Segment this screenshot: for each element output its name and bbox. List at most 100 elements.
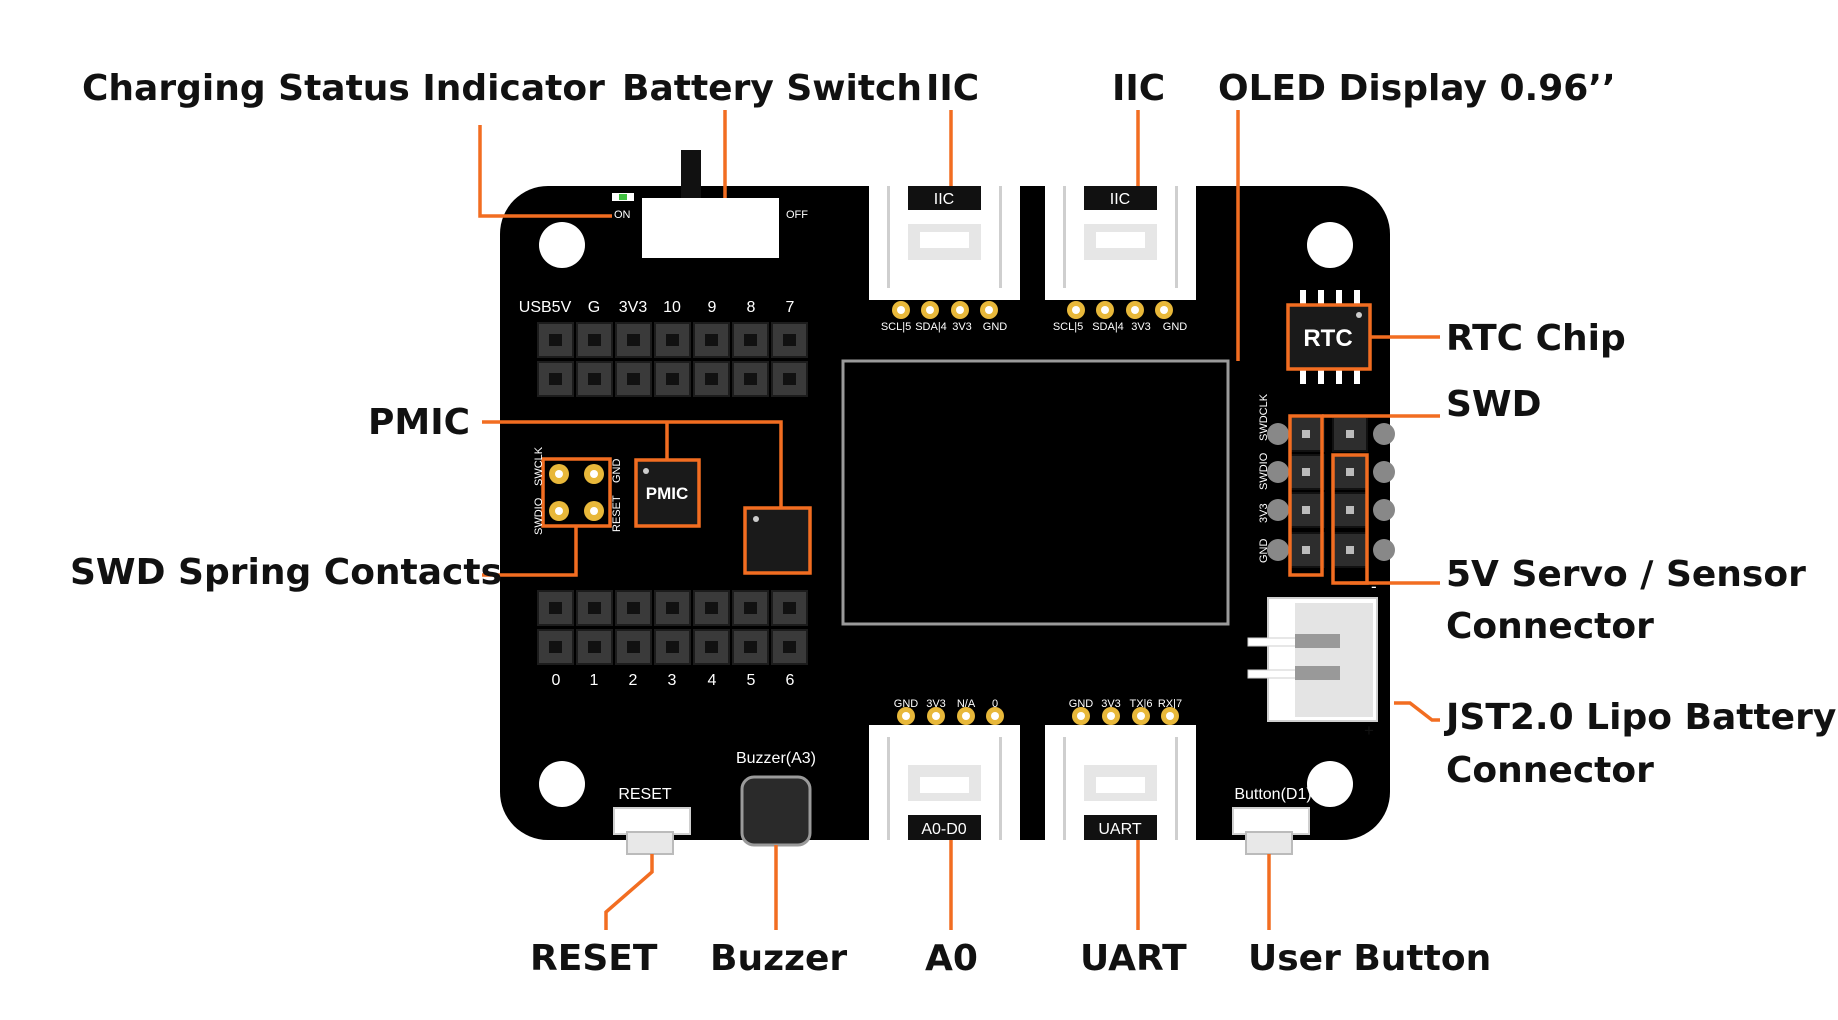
jst-body: [1295, 603, 1373, 717]
header-hole: [783, 373, 796, 385]
gold-pad-hole: [956, 306, 964, 314]
header-pin: [1302, 468, 1310, 476]
servo-pin-label: GND: [1395, 539, 1407, 564]
gold-pad-hole: [1137, 712, 1145, 720]
swd-highlight: [1288, 414, 1324, 577]
connector-tab: [908, 815, 981, 840]
header-cell: [576, 322, 613, 358]
connector-tab: [1084, 815, 1157, 840]
leader-charging: [478, 125, 612, 218]
header-pin: [1346, 468, 1354, 476]
gold-pad-hole: [1077, 712, 1085, 720]
swd-header-left-labels: SWDCLK SWDIO 3V3 GND: [1258, 393, 1270, 563]
header-hole: [549, 641, 562, 653]
header-hole: [744, 602, 757, 614]
connector-latch: [920, 232, 969, 248]
buzzer: [740, 775, 812, 847]
header-hole: [588, 602, 601, 614]
swd-pin-label: SWDCLK: [1258, 393, 1270, 441]
header-hole: [666, 602, 679, 614]
connector-latch: [920, 777, 969, 793]
pin-label: RX|7: [1158, 698, 1182, 710]
spring-pad-center: [590, 470, 598, 478]
iic-right-pin-labels: SCL|5 SDA|4 3V3 GND: [1053, 321, 1187, 333]
header-pin: [1346, 506, 1354, 514]
bottom-header-labels: 0 1 2 3 4 5 6: [552, 672, 795, 689]
header-hole: [744, 373, 757, 385]
user-button-base: [1232, 807, 1310, 835]
header-cell: [693, 322, 730, 358]
pin-label: SDA|4: [1092, 321, 1124, 333]
connector-slot: [999, 737, 1002, 840]
callout-iic-left: IIC: [926, 68, 979, 109]
servo-pin-label: 5V: [1395, 508, 1407, 522]
header-hole: [588, 373, 601, 385]
spring-pad-center: [590, 507, 598, 515]
swd-header-right-labels: RX|7 TX|6 5V GND: [1395, 426, 1407, 563]
uart-connector: UART: [1045, 725, 1196, 840]
user-button[interactable]: [1245, 831, 1293, 855]
swd-pin-label: 3V3: [1258, 503, 1270, 523]
rtc-leg: [1318, 368, 1324, 384]
header-hole: [705, 334, 718, 346]
user-button-label: Button(D1): [1234, 786, 1311, 803]
header-hole: [549, 334, 562, 346]
pin-label: GND: [983, 321, 1008, 333]
rtc-legs: [1300, 290, 1360, 384]
battery-switch[interactable]: [642, 198, 779, 258]
callout-rtc-chip: RTC Chip: [1446, 318, 1626, 359]
gold-pad-hole: [1166, 712, 1174, 720]
gold-pad-hole: [1107, 712, 1115, 720]
uart-pin-labels: GND 3V3 TX|6 RX|7: [1069, 698, 1182, 710]
pin-label: GND: [1163, 321, 1188, 333]
charging-led-green: [619, 194, 627, 200]
header-pin-end: [1373, 539, 1395, 561]
rtc-pin1-dot: [1356, 312, 1362, 318]
pin-label: GND: [894, 698, 919, 710]
iic-right-pads: [1067, 301, 1173, 319]
gold-pad-hole: [1131, 306, 1139, 314]
callout-a0: A0: [925, 938, 978, 979]
pmic-pin1-dot: [643, 468, 649, 474]
header-hole: [666, 373, 679, 385]
gold-pad-hole: [926, 306, 934, 314]
callout-servo-connector-line1: 5V Servo / Sensor: [1446, 554, 1806, 595]
header-hole: [705, 641, 718, 653]
header-hole: [588, 334, 601, 346]
power-chip-highlight: [743, 506, 812, 575]
reset-button[interactable]: [626, 831, 674, 855]
spring-label-gnd: GND: [611, 459, 623, 484]
swd-spring-contacts: SWCLK SWDIO GND RESET: [533, 446, 623, 535]
header-bottom-label: 0: [552, 672, 561, 689]
callout-pmic: PMIC: [368, 402, 470, 443]
rtc-leg: [1300, 368, 1306, 384]
battery-switch-lever[interactable]: [681, 150, 701, 200]
spring-pad-center: [555, 507, 563, 515]
header-hole: [744, 334, 757, 346]
oled-display: [841, 359, 1230, 626]
header-pin: [1302, 506, 1310, 514]
connector-slot: [1063, 186, 1066, 288]
rtc-leg: [1336, 290, 1342, 306]
callout-charging-status-indicator: Charging Status Indicator: [82, 68, 605, 109]
header-hole: [783, 641, 796, 653]
header-bottom-label: 1: [590, 672, 599, 689]
bottom-pin-header: [537, 590, 808, 665]
header-cell: [693, 629, 730, 665]
callout-jst-battery-line2: Connector: [1446, 750, 1654, 791]
header-cell: [1332, 416, 1368, 452]
pin-label: 3V3: [1101, 698, 1121, 710]
header-pin: [1346, 546, 1354, 554]
header-pin: [1302, 546, 1310, 554]
leader-pmic: [482, 420, 783, 508]
header-hole: [627, 602, 640, 614]
callout-labels: Charging Status Indicator Battery Switch…: [70, 68, 1836, 979]
header-pin-end: [1267, 499, 1289, 521]
connector-slot: [887, 737, 890, 840]
callout-reset: RESET: [530, 938, 658, 979]
header-hole: [783, 602, 796, 614]
header-cell: [1289, 492, 1325, 528]
spring-label-swdio: SWDIO: [533, 497, 545, 535]
jst-battery-connector: [1247, 597, 1378, 722]
